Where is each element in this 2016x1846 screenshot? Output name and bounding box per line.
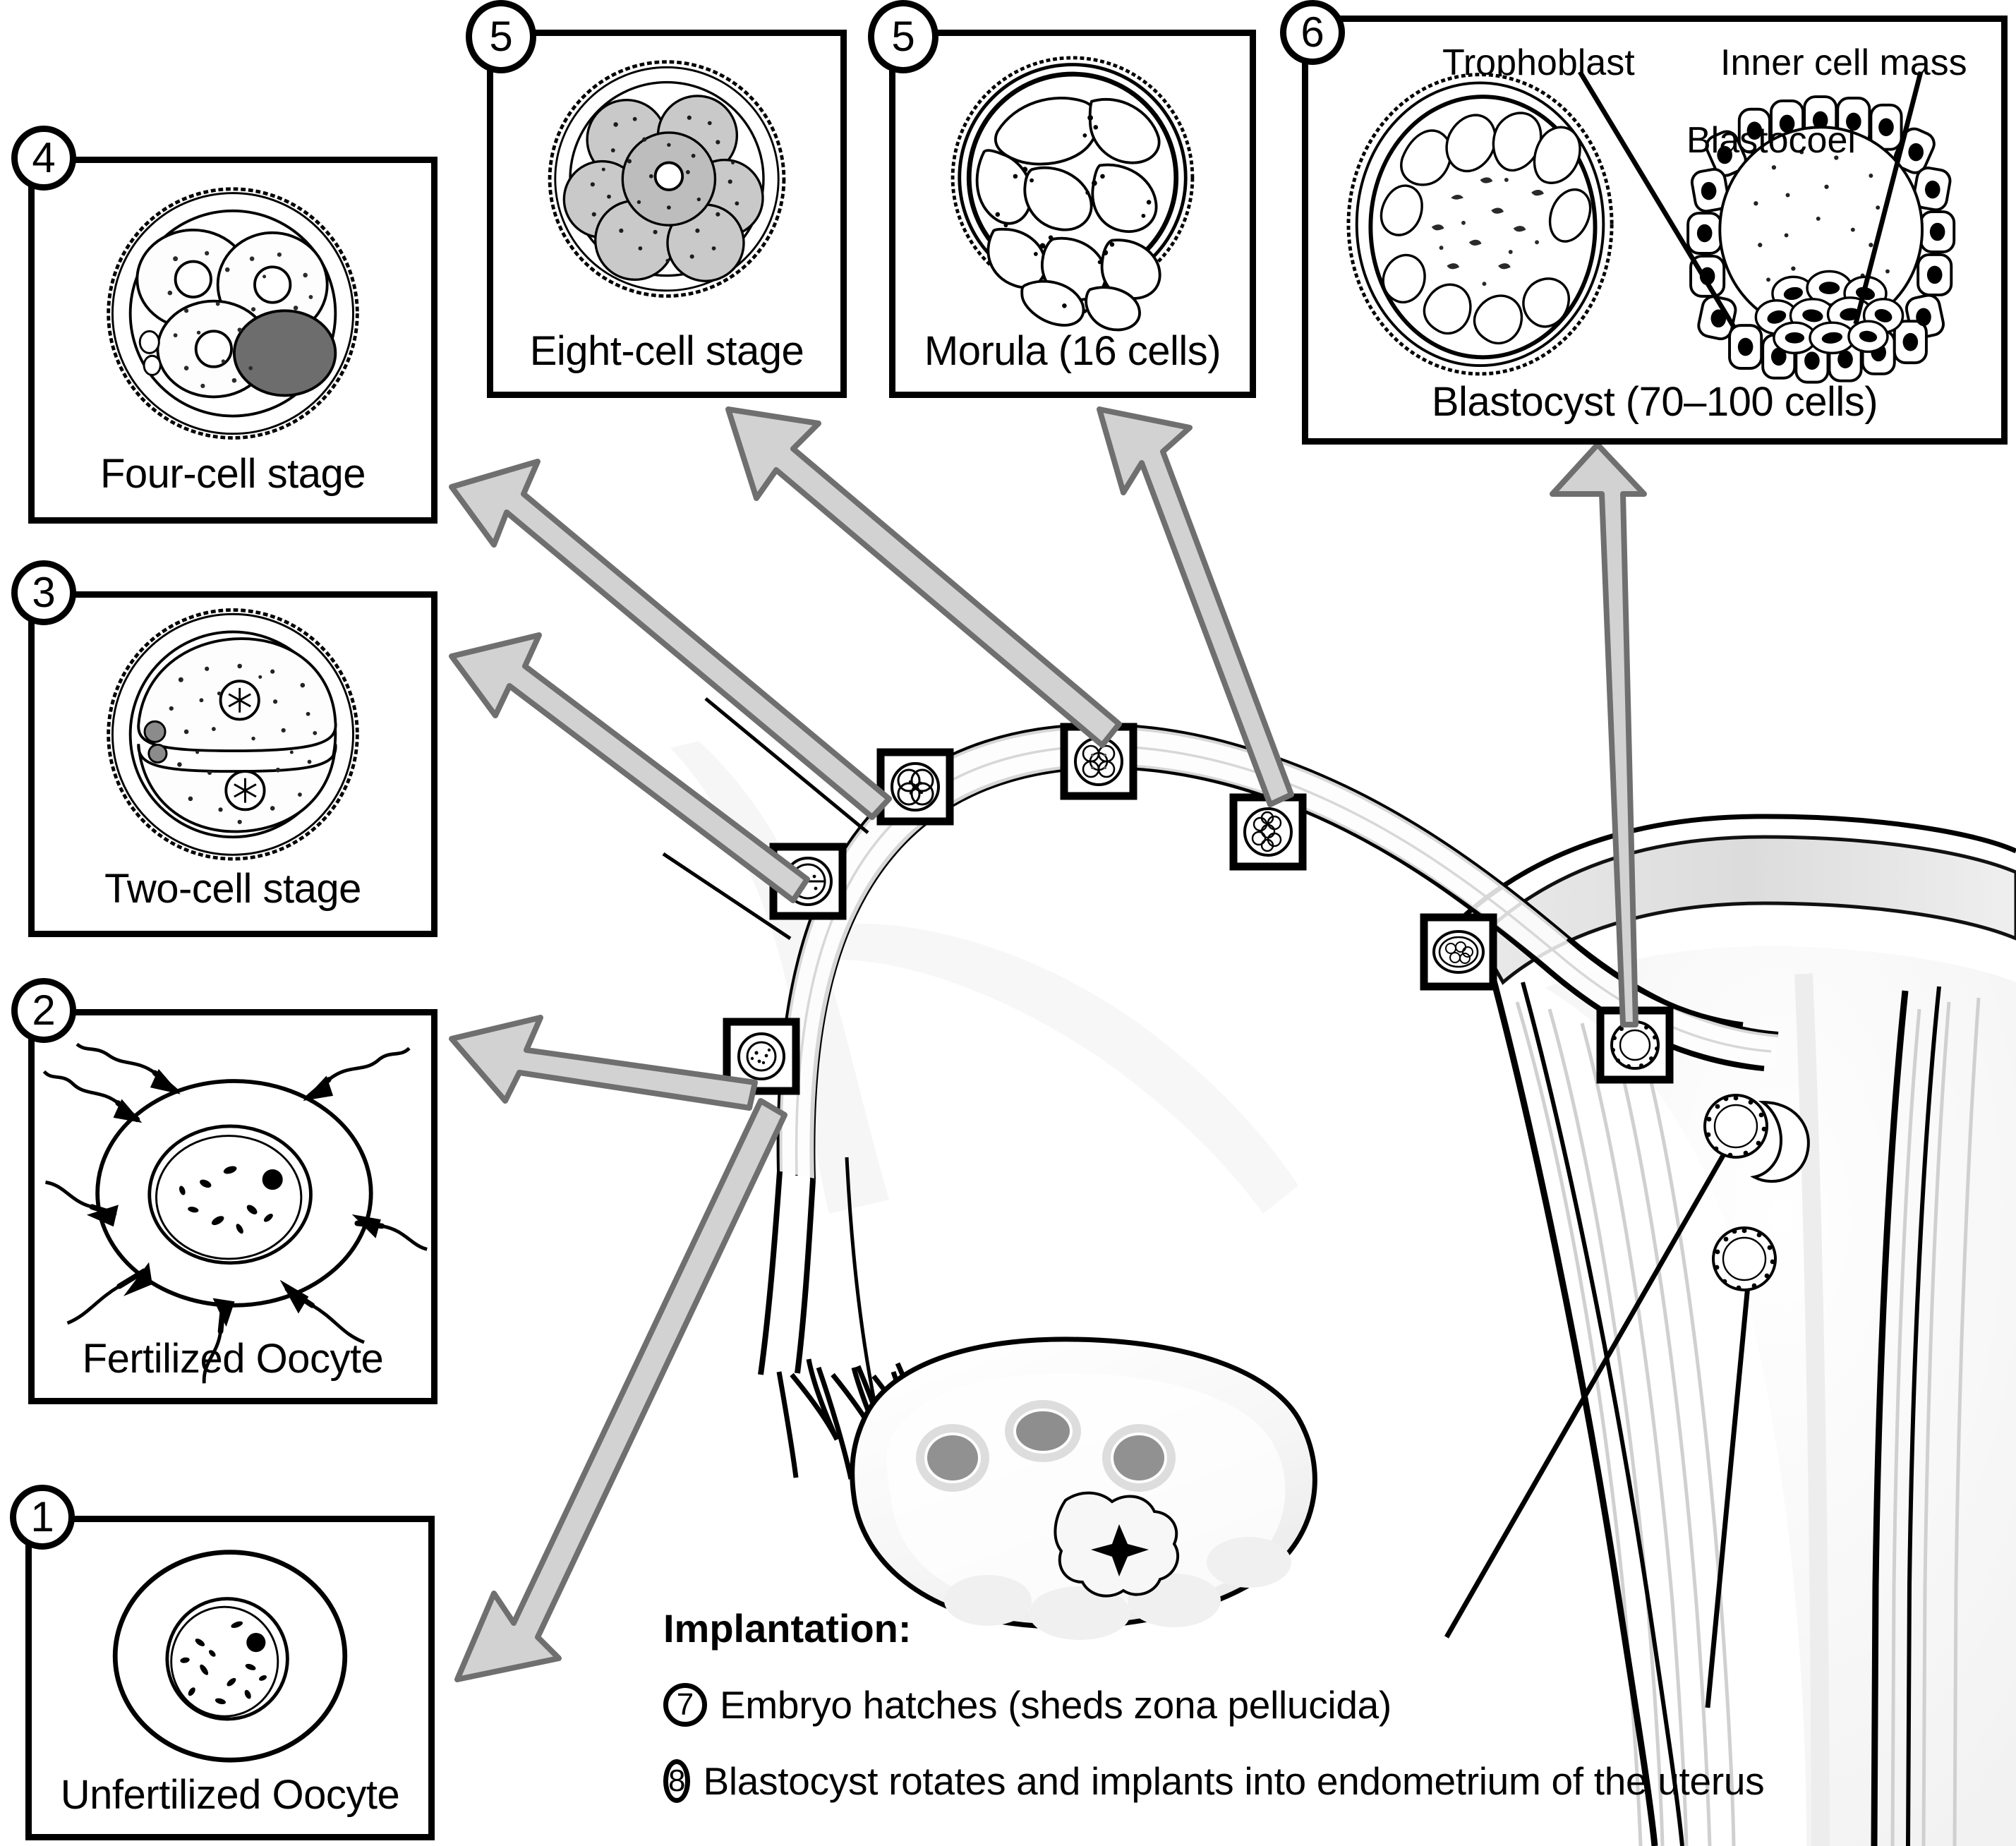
panel-5a-caption: Eight-cell stage [529,328,804,374]
marker-fertilized-oocyte [723,1018,800,1095]
blastocyst-intact [1346,73,1614,376]
panel-3-caption: Two-cell stage [104,866,361,912]
legend-item-7: 7 Embryo hatches (sheds zona pellucida) [663,1682,1651,1727]
panel-2-number: 2 [11,978,76,1043]
arrow-to-morula [1097,406,1294,807]
fertilized-oocyte-art [42,1042,428,1384]
two-cell-art [107,608,359,861]
panel-4-caption: Four-cell stage [99,451,366,497]
panel-morula: Morula (16 cells) [889,30,1256,398]
ovary [850,1337,1317,1640]
pointer-lines [662,697,869,941]
blastocyst-art [1346,70,1956,384]
label-blastocoel: Blastocoel [1686,120,1856,161]
panel-fertilized-oocyte: Fertilized Oocyte [28,1009,437,1404]
mesosalpinx [670,741,1298,1214]
panel-5a-number: 5 [466,0,536,73]
panel-eight-cell-stage: Eight-cell stage [487,30,847,398]
four-cell-art [107,187,359,440]
panel-unfertilized-oocyte: Unfertilized Oocyte [25,1516,435,1840]
legend-text-8: Blastocyst rotates and implants into end… [703,1759,1765,1803]
panel-5b-number: 5 [868,0,938,73]
legend-number-8: 8 [663,1759,691,1803]
panel-four-cell-stage: Four-cell stage [28,157,437,524]
panel-4-number: 4 [11,126,76,191]
uterus [1451,814,2016,1846]
sperm-cells [42,1042,428,1384]
blastocyst-section [1686,95,1956,384]
legend-item-8: 8 Blastocyst rotates and implants into e… [663,1758,1765,1804]
panel-2-caption: Fertilized Oocyte [82,1336,384,1382]
arrow-to-blastocyst [1550,442,1647,1027]
leader-lines [1444,1132,1753,1708]
morula-art [950,56,1195,332]
ovarian-follicles [916,1400,1176,1492]
label-inner-cell-mass: Inner cell mass [1720,42,1967,83]
panel-6-caption: Blastocyst (70–100 cells) [1431,379,1878,425]
panel-blastocyst: Trophoblast Inner cell mass Blastocoel [1302,16,2008,445]
marker-blastocyst-tube [1420,913,1497,991]
panel-6-number: 6 [1280,0,1345,65]
legend-text-7: Embryo hatches (sheds zona pellucida) [720,1683,1392,1727]
panel-1-number: 1 [10,1485,75,1550]
panel-1-caption: Unfertilized Oocyte [60,1772,400,1818]
arrow-to-two-cell [449,632,810,903]
panel6-leader-lines [1577,70,1924,328]
panel-5b-caption: Morula (16 cells) [924,328,1221,374]
arrow-to-four-cell [449,459,892,820]
eight-cell-art [548,60,786,298]
implantation-legend: Implantation: 7 Embryo hatches (sheds zo… [663,1605,1765,1804]
hatching-blastocyst [1703,1094,1810,1183]
legend-title: Implantation: [663,1606,912,1651]
arrow-to-unfertilized-oocyte [454,1098,787,1682]
panel-two-cell-stage: Two-cell stage [28,591,437,937]
corpus-luteum [1054,1491,1180,1598]
marker-four-cell [876,748,954,826]
unfertilized-oocyte-art [112,1550,348,1763]
legend-number-7: 7 [663,1683,707,1727]
panel-3-number: 3 [11,560,76,625]
arrow-to-fertilized-oocyte [449,1015,758,1111]
implanting-blastocyst [1712,1226,1777,1291]
arrow-to-eight-cell [725,406,1122,748]
